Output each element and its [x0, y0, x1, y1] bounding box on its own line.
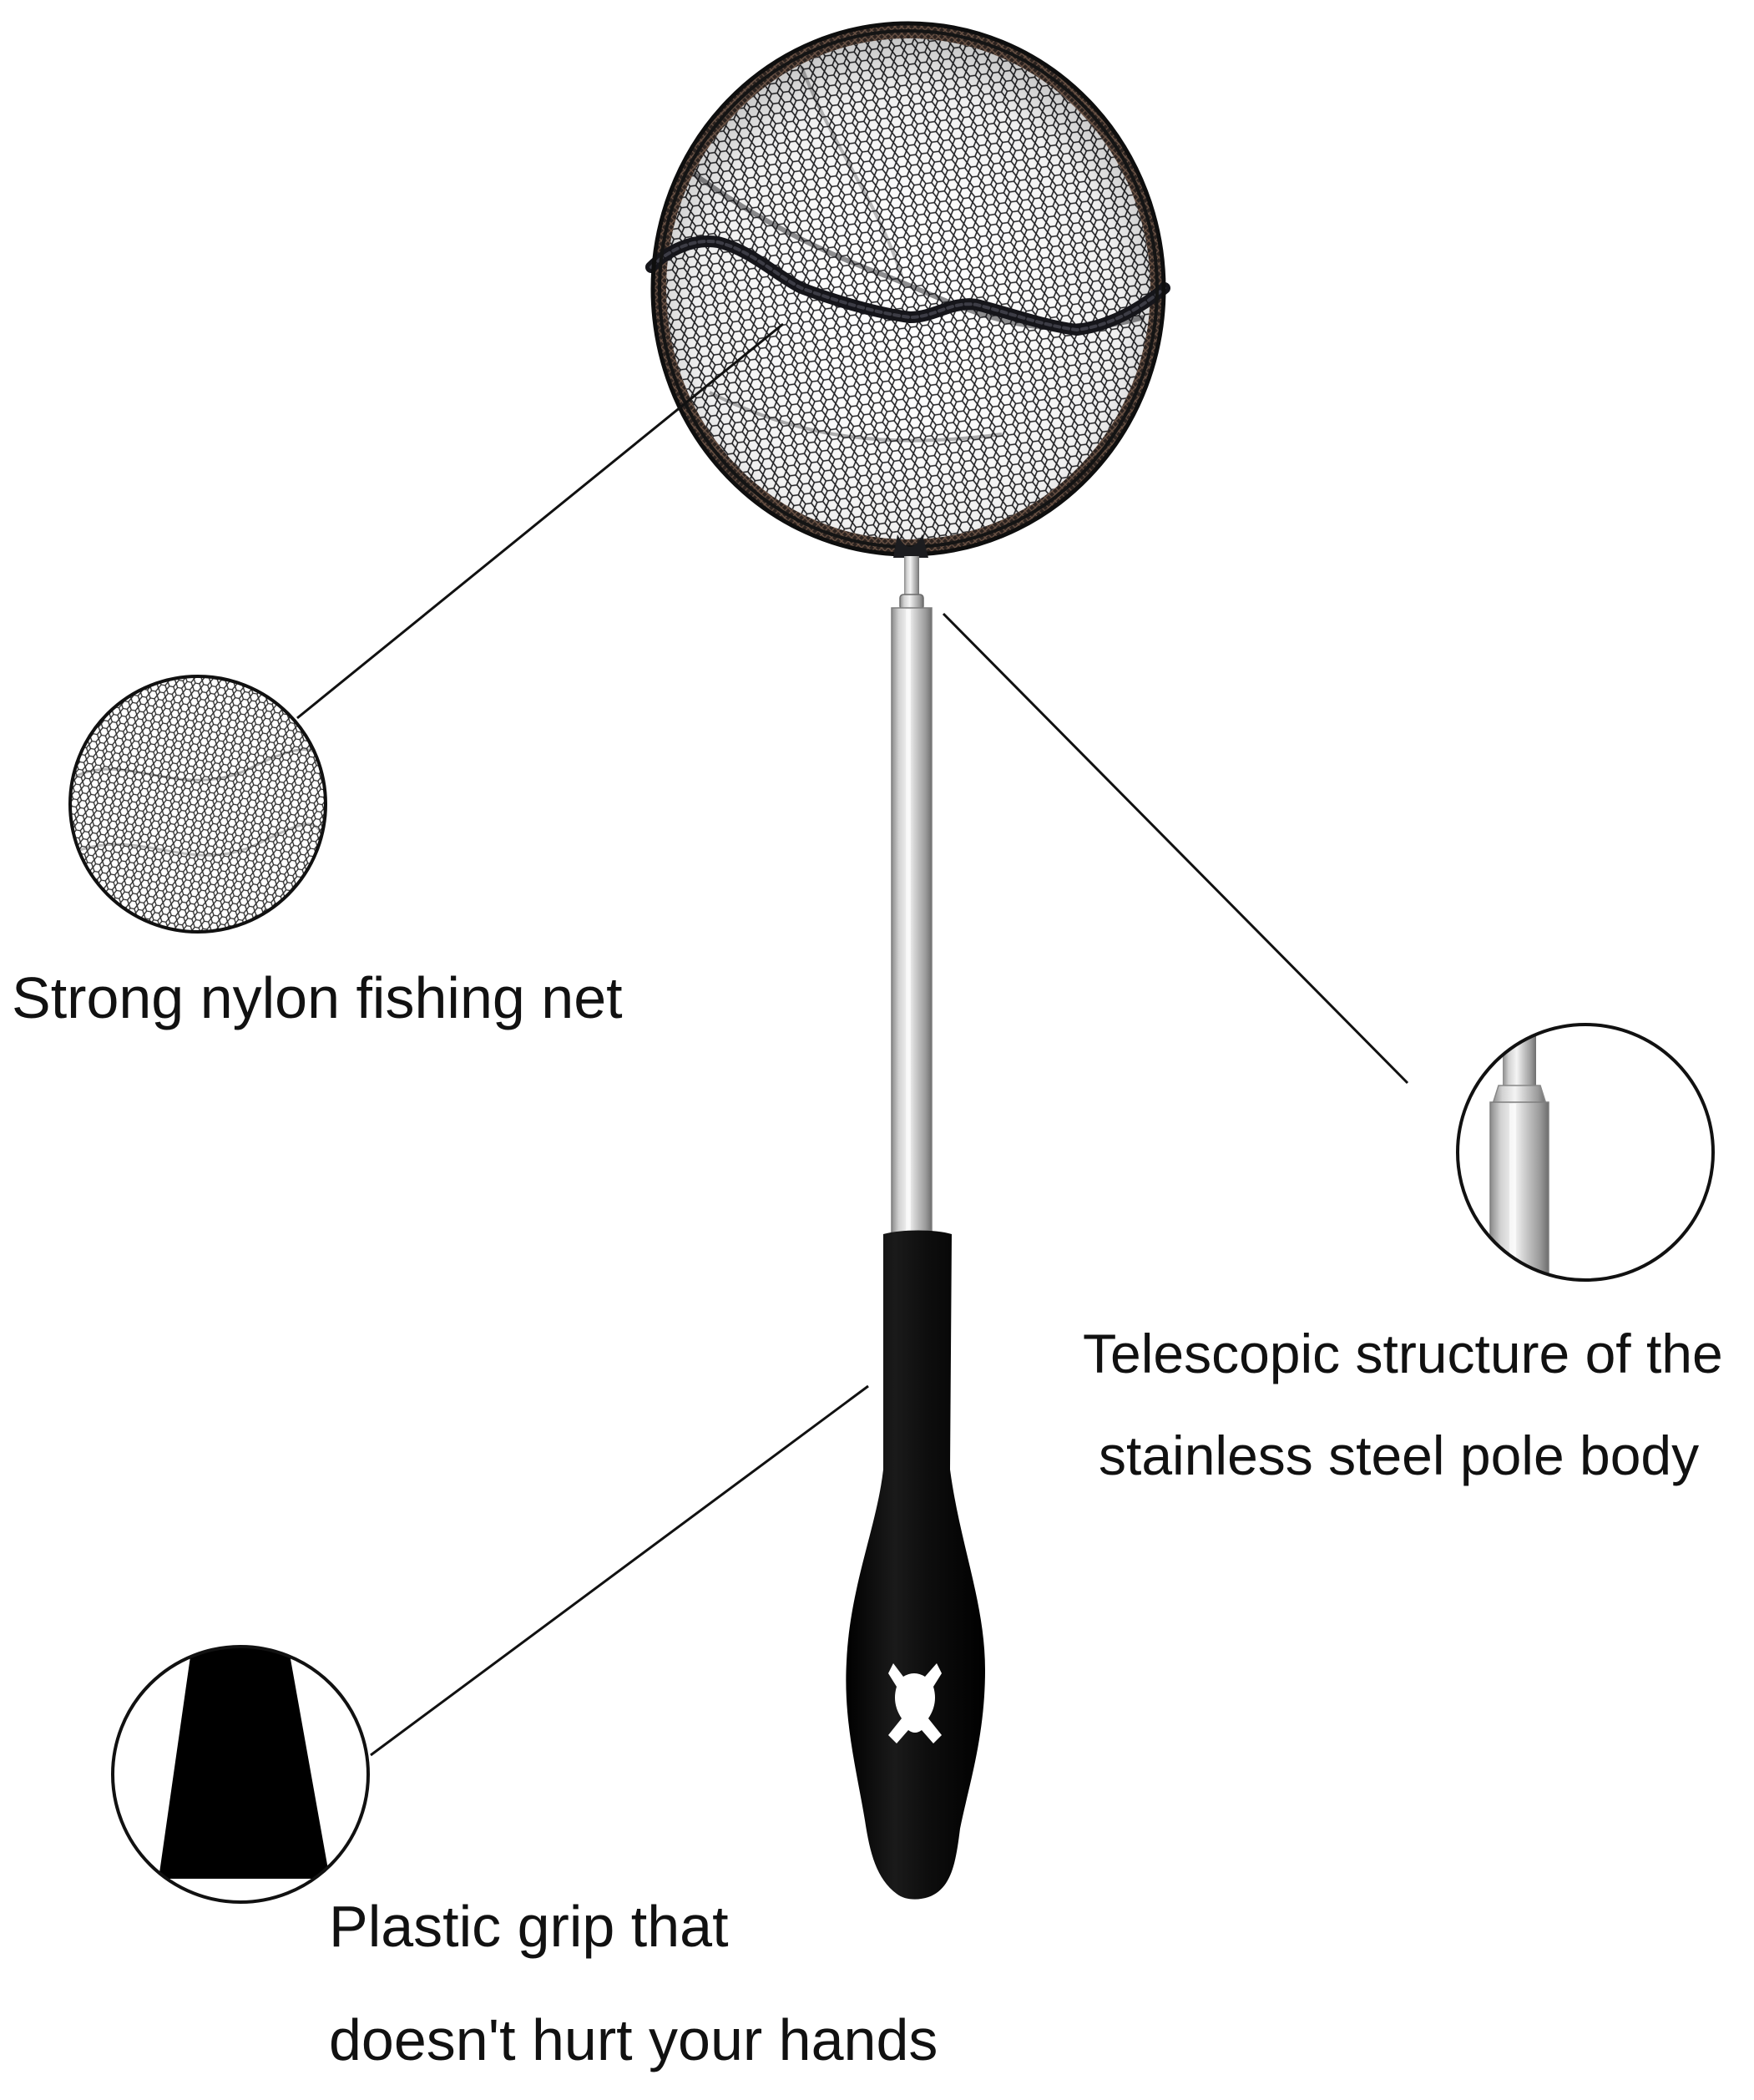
pole-caption-line2: stainless steel pole body [1099, 1424, 1700, 1486]
net-neck [893, 534, 928, 558]
telescopic-pole [891, 556, 933, 1238]
grip-caption-line1: Plastic grip that [329, 1894, 729, 1959]
grip-detail-icon [111, 1645, 370, 1904]
pole-tip-section [904, 556, 919, 598]
pole-detail-icon [1456, 1023, 1715, 1282]
pole-main-section [891, 607, 933, 1238]
handle [846, 1230, 985, 1900]
net-caption: Strong nylon fishing net [12, 965, 623, 1030]
leader-lines [296, 322, 1409, 1757]
mesh-detail-icon [68, 675, 327, 934]
fish-logo-icon [888, 1663, 942, 1743]
handle-body [846, 1230, 985, 1900]
pole-leader-line [942, 612, 1409, 1085]
net-head [645, 21, 1170, 558]
net-leader-line [296, 322, 784, 720]
grip-caption-line2: doesn't hurt your hands [329, 2007, 938, 2072]
grip-leader-line [370, 1384, 869, 1757]
pole-caption-line1: Telescopic structure of the [1083, 1323, 1723, 1384]
